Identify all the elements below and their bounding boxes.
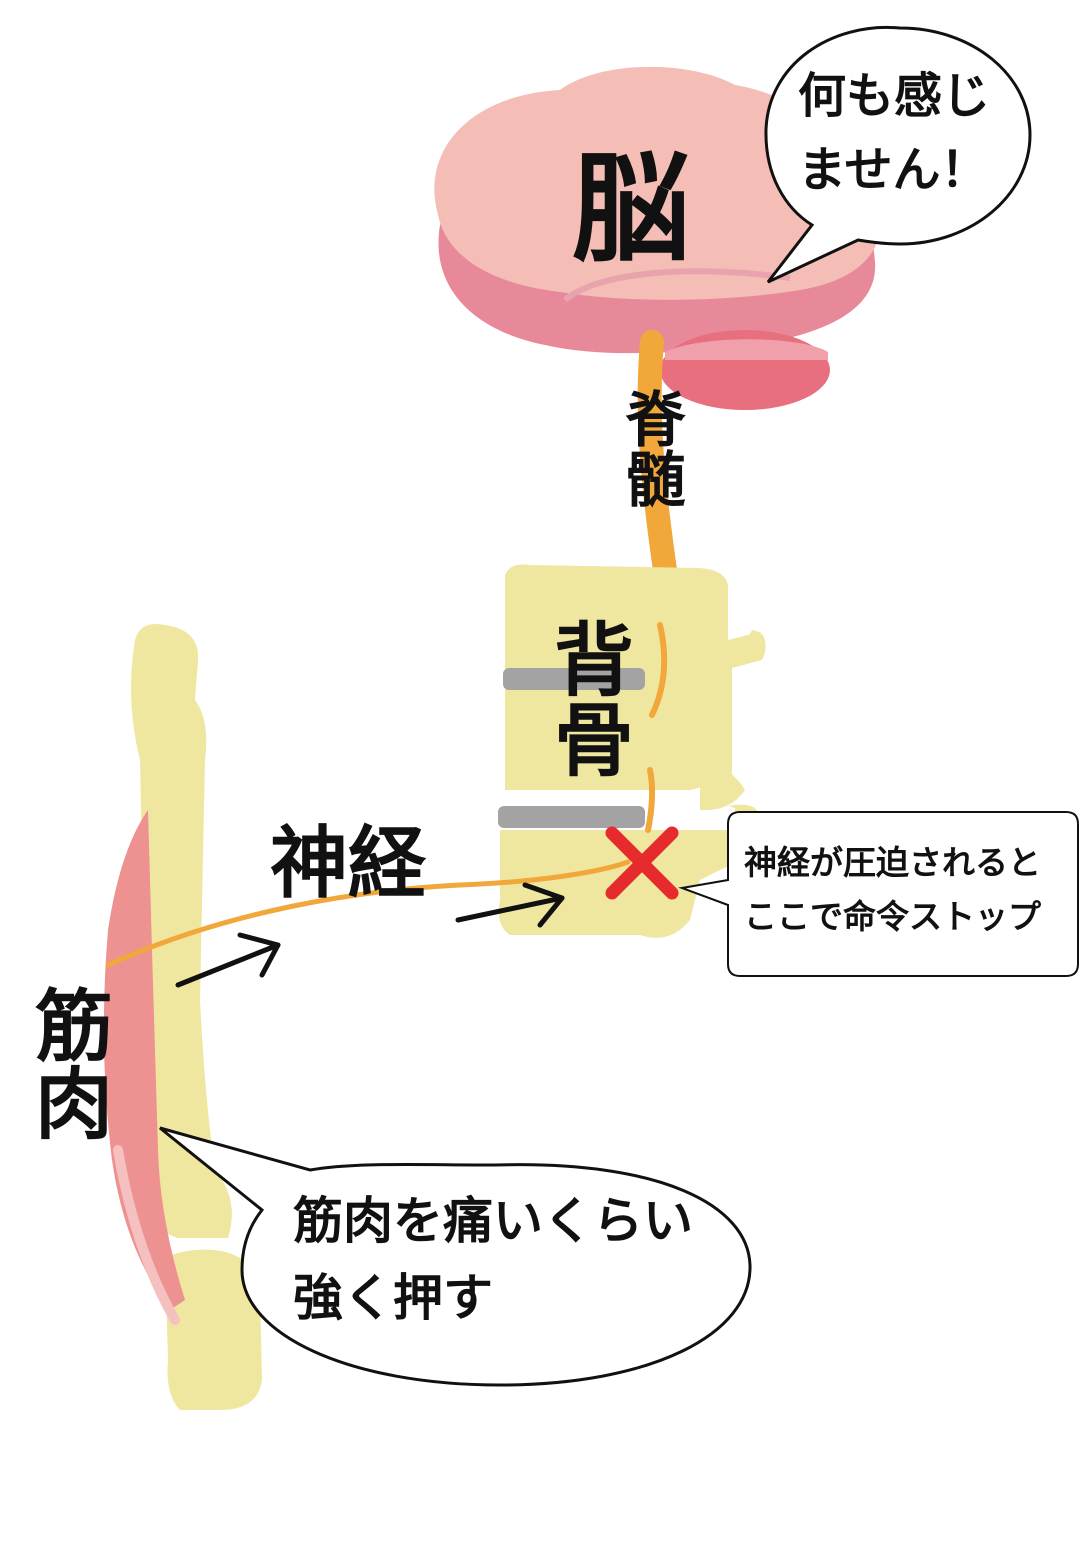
spine-illustration — [498, 564, 766, 938]
brain-label: 脳 — [572, 140, 691, 278]
brain-bubble-line2: ません！ — [798, 142, 989, 198]
facet-joint — [700, 760, 745, 811]
limb-bones — [131, 624, 262, 1410]
disc-lower — [498, 806, 645, 828]
spinal-cord-label: 脊髄 — [615, 388, 685, 508]
brain-fold — [563, 268, 791, 303]
speech-bubble-muscle — [159, 1126, 752, 1387]
nerve-bubble-line2: ここで命令ストップ — [744, 897, 1041, 936]
speech-bubble-brain — [764, 25, 1032, 284]
nerve-label: 神経 — [270, 819, 427, 909]
cerebellum-top — [665, 339, 828, 360]
brain-bubble-line1: 何も感じ — [798, 68, 991, 124]
muscle-label: 筋肉 — [22, 985, 112, 1141]
muscle-tendon — [113, 1145, 180, 1325]
muscle-bubble-line2: 強く押す — [293, 1269, 493, 1327]
nerve-bubble-line1: 神経が圧迫されると — [744, 843, 1041, 882]
speech-bubble-nerve — [678, 811, 1079, 977]
signal-arrow-icon — [455, 882, 565, 928]
nerve-root-upper — [649, 622, 668, 718]
block-x-icon — [605, 826, 679, 900]
nerve-root-lower — [645, 767, 656, 833]
peripheral-nerve — [105, 859, 631, 968]
spine-label: 背骨 — [541, 618, 634, 778]
lower-limb-bone — [165, 1249, 262, 1410]
signal-arrow-icon — [175, 932, 281, 988]
spinous-process-upper — [730, 630, 766, 662]
spinal-cord — [637, 330, 677, 582]
upper-limb-bone — [131, 624, 232, 1238]
disc-upper — [503, 668, 645, 690]
muscle-bubble-line1: 筋肉を痛いくらい — [293, 1192, 693, 1250]
